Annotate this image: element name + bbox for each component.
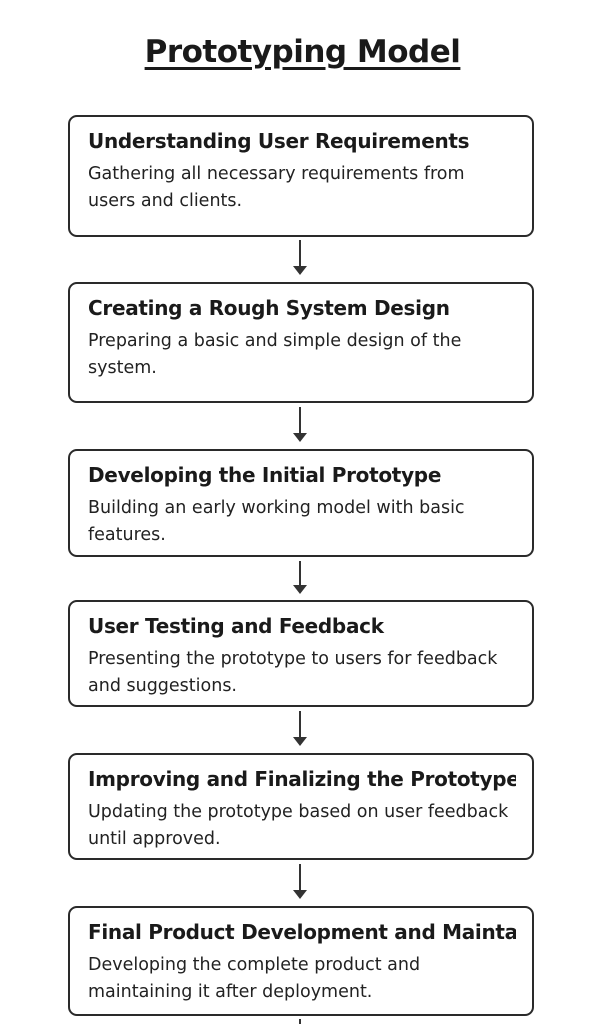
step-heading: Creating a Rough System Design	[88, 296, 450, 320]
step-heading: User Testing and Feedback	[88, 614, 384, 638]
step-heading: Final Product Development and Mainta-	[88, 920, 516, 944]
step-description: Building an early working model with bas…	[88, 498, 465, 545]
arrow-down-icon	[293, 561, 307, 595]
arrow-down-icon	[293, 240, 307, 276]
step-heading: Understanding User Requirements	[88, 129, 470, 153]
step-description: Updating the prototype based on user fee…	[88, 802, 509, 849]
connector-line	[293, 1019, 307, 1024]
diagram-title: Prototyping Model	[144, 34, 461, 70]
step-description: Developing the complete product and main…	[88, 955, 421, 1002]
arrow-down-icon	[293, 711, 307, 747]
step-description: Preparing a basic and simple design of t…	[88, 331, 462, 378]
step-description: Gathering all necessary requirements fro…	[88, 164, 465, 211]
step-heading: Improving and Finalizing the Prototype	[88, 767, 516, 791]
arrow-down-icon	[293, 407, 307, 443]
step-description: Presenting the prototype to users for fe…	[88, 649, 498, 696]
arrow-down-icon	[293, 864, 307, 900]
step-box-6: Final Product Development and Mainta- Dev…	[68, 906, 534, 1016]
step-heading: Developing the Initial Prototype	[88, 463, 442, 487]
